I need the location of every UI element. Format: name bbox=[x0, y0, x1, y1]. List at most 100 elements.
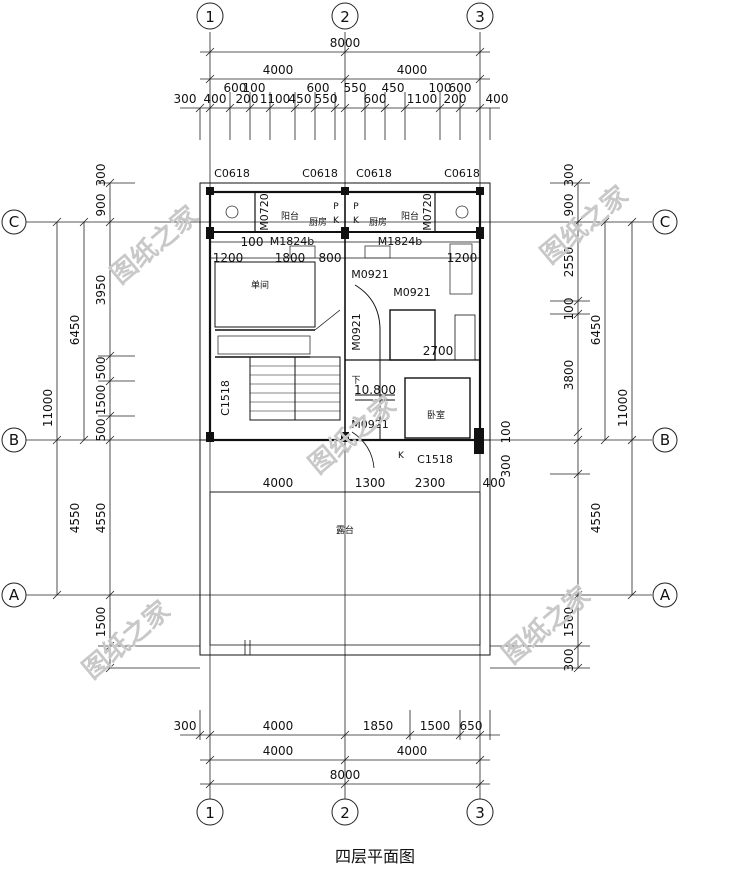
dim-left-outer-total: 11000 bbox=[41, 389, 55, 427]
dimension-lines-vertical bbox=[52, 178, 637, 673]
window-label-c0618-3: C0618 bbox=[356, 167, 392, 180]
watermark-3: 图纸之家 bbox=[303, 390, 403, 481]
watermark-4: 图纸之家 bbox=[77, 595, 177, 686]
dim-interior-800: 800 bbox=[319, 251, 342, 265]
door-label-m0921-2: M0921 bbox=[393, 286, 431, 299]
axis-label-c-left: C bbox=[9, 213, 19, 231]
dim-right-outer-total: 11000 bbox=[616, 389, 630, 427]
dimension-lines-horizontal bbox=[180, 47, 500, 789]
room-label-balcony-left: 阳台 bbox=[281, 210, 299, 222]
dim-right-in-4: 100 bbox=[562, 298, 576, 321]
dim-top-r1-f: 100 bbox=[429, 81, 452, 95]
watermark-5: 图纸之家 bbox=[497, 580, 597, 671]
dim-top-r2-b: 400 bbox=[204, 92, 227, 106]
dim-top-r2-g: 600 bbox=[364, 92, 387, 106]
dim-right-in-10: 300 bbox=[562, 649, 576, 672]
axis-label-b-left: B bbox=[9, 431, 19, 449]
door-label-m1824b-left: M1824b bbox=[270, 235, 314, 248]
dim-right-in-3: 2550 bbox=[562, 247, 576, 278]
axis-label-2-bottom: 2 bbox=[340, 804, 350, 822]
dim-right-in-2: 900 bbox=[562, 194, 576, 217]
window-label-c0618-4: C0618 bbox=[444, 167, 480, 180]
dim-bottom-a: 300 bbox=[174, 719, 197, 733]
room-label-bedroom: 卧室 bbox=[427, 409, 445, 421]
dim-left-in-8: 1500 bbox=[94, 607, 108, 638]
dim-bottom-total: 8000 bbox=[330, 768, 361, 782]
dim-top-r2-h: 1100 bbox=[407, 92, 438, 106]
dim-top-r2-e: 450 bbox=[289, 92, 312, 106]
dim-top-r1-e: 450 bbox=[382, 81, 405, 95]
room-label-terrace: 露台 bbox=[336, 524, 354, 536]
dim-top-total: 8000 bbox=[330, 36, 361, 50]
door-label-m0720-right: M0720 bbox=[421, 193, 434, 231]
dim-top-r2-c: 200 bbox=[236, 92, 259, 106]
dim-interior-2300: 2300 bbox=[415, 476, 446, 490]
room-label-kitchen-right: 厨房 bbox=[369, 216, 387, 228]
watermark-2: 图纸之家 bbox=[535, 180, 635, 271]
dim-left-in-6: 500 bbox=[94, 419, 108, 442]
structural-columns bbox=[206, 187, 484, 454]
mark-k-right: K bbox=[353, 216, 360, 226]
mark-p-left: P bbox=[333, 202, 339, 212]
axis-label-3-top: 3 bbox=[475, 8, 485, 26]
dim-top-r2-i: 200 bbox=[444, 92, 467, 106]
dim-top-r2-f: 550 bbox=[315, 92, 338, 106]
axis-label-3-bottom: 3 bbox=[475, 804, 485, 822]
axis-bubbles bbox=[1, 2, 678, 826]
dim-bottom-e: 650 bbox=[460, 719, 483, 733]
dim-right-in-7: 300 bbox=[499, 455, 513, 478]
window-label-c0618-1: C0618 bbox=[214, 167, 250, 180]
door-label-m0921-3: M0921 bbox=[350, 313, 363, 351]
door-label-m0720-left: M0720 bbox=[258, 193, 271, 231]
dim-left-in-5: 1500 bbox=[94, 385, 108, 416]
dim-right-in-8: 400 bbox=[483, 476, 506, 490]
mark-k-left: K bbox=[333, 216, 340, 226]
dim-right-in-6: 100 bbox=[499, 421, 513, 444]
fixtures bbox=[217, 205, 473, 355]
dim-left-in-2: 900 bbox=[94, 194, 108, 217]
dim-right-in-9: 1500 bbox=[562, 607, 576, 638]
dim-top-r1-b: 100 bbox=[243, 81, 266, 95]
dim-right-outer-4550: 4550 bbox=[589, 503, 603, 534]
axis-label-a-left: A bbox=[9, 586, 20, 604]
dim-left-in-7: 4550 bbox=[94, 503, 108, 534]
dim-interior-1200-left: 1200 bbox=[213, 251, 244, 265]
dim-interior-2700: 2700 bbox=[423, 344, 454, 358]
dim-top-r1-g: 600 bbox=[449, 81, 472, 95]
dim-top-r2-a: 300 bbox=[174, 92, 197, 106]
dim-interior-1200-right: 1200 bbox=[447, 251, 478, 265]
axis-label-b-right: B bbox=[660, 431, 670, 449]
dim-left-in-4: 500 bbox=[94, 357, 108, 380]
dim-left-in-3: 3950 bbox=[94, 275, 108, 306]
dim-left-in-1: 300 bbox=[94, 164, 108, 187]
dim-top-half-right: 4000 bbox=[397, 63, 428, 77]
dim-top-half-left: 4000 bbox=[263, 63, 294, 77]
room-label-kitchen-left: 厨房 bbox=[309, 216, 327, 228]
dim-bottom-d: 1500 bbox=[420, 719, 451, 733]
room-label-single-room: 单间 bbox=[251, 279, 269, 291]
mark-down: 下 bbox=[351, 376, 360, 386]
axis-label-1-top: 1 bbox=[205, 8, 215, 26]
dim-interior-1800: 1800 bbox=[275, 251, 306, 265]
door-label-m1824b-right: M1824b bbox=[378, 235, 422, 248]
window-label-c1518-bottom: C1518 bbox=[417, 453, 453, 466]
dim-left-mid: 6450 bbox=[68, 315, 82, 346]
dim-bottom-c: 1850 bbox=[363, 719, 394, 733]
dim-interior-100-left: 100 bbox=[241, 235, 264, 249]
mark-k-bottom: K bbox=[398, 451, 405, 461]
axis-label-2-top: 2 bbox=[340, 8, 350, 26]
axis-label-c-right: C bbox=[660, 213, 670, 231]
dim-top-r1-c: 600 bbox=[307, 81, 330, 95]
watermark-1: 图纸之家 bbox=[105, 200, 205, 291]
drawing-title: 四层平面图 bbox=[334, 847, 415, 866]
window-label-c1518-left: C1518 bbox=[219, 380, 232, 416]
dim-right-in-1: 300 bbox=[562, 164, 576, 187]
dim-right-in-5: 3800 bbox=[562, 360, 576, 391]
dim-left-outer-4550: 4550 bbox=[68, 503, 82, 534]
dim-top-r2-j: 400 bbox=[486, 92, 509, 106]
dim-top-r1-a: 600 bbox=[224, 81, 247, 95]
dim-bottom-half-right: 4000 bbox=[397, 744, 428, 758]
dim-interior-1300: 1300 bbox=[355, 476, 386, 490]
dim-bottom-b: 4000 bbox=[263, 719, 294, 733]
